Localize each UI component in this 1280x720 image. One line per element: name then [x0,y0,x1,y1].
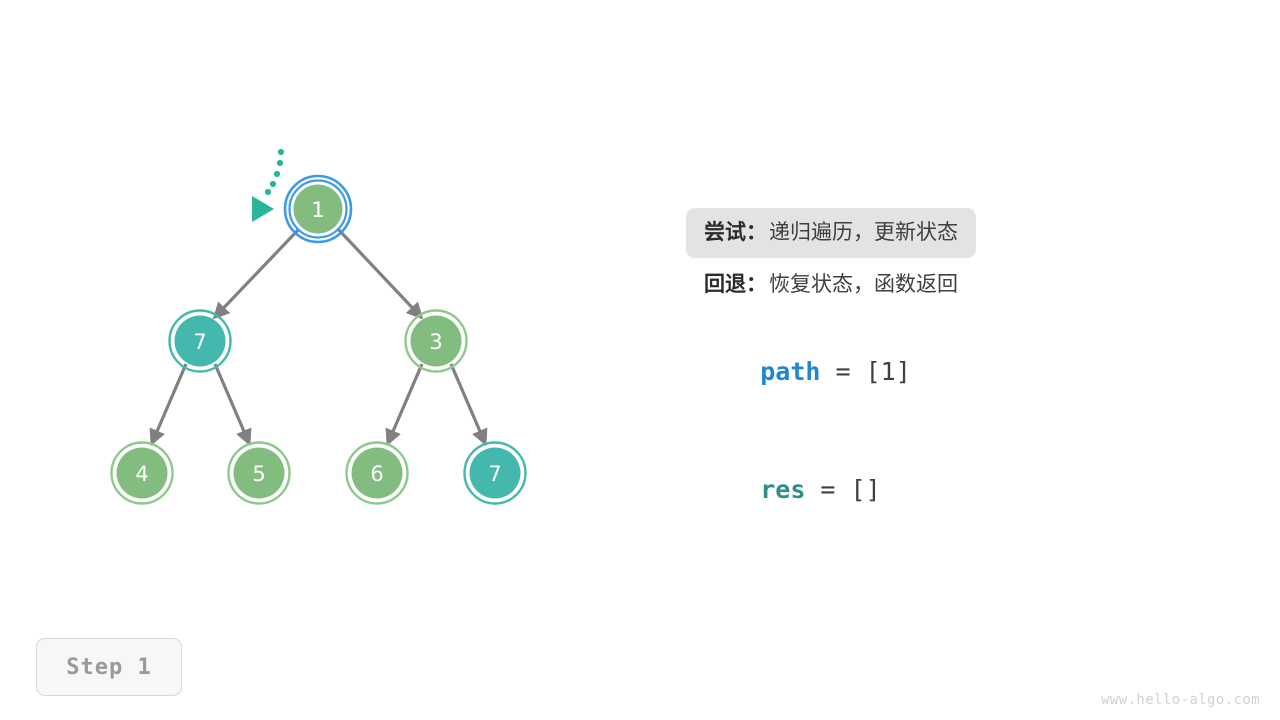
pointer-dot [264,188,272,196]
node-ring [227,441,291,505]
tree-node-5[interactable]: 5 [227,441,291,505]
try-phase-value: 递归遍历，更新状态 [769,220,958,244]
node-circle [116,447,168,499]
edge-3-to-6 [385,363,424,447]
node-circle [293,184,343,234]
edge-3-to-7b [449,363,488,447]
node-ring [110,441,174,505]
path-value: [1] [865,357,911,386]
pointer-dot [273,170,281,178]
backtrack-phase-row: 回退： 恢复状态，函数返回 [686,258,1246,310]
try-phase-label: 尝试： [704,220,767,244]
node-ring [404,309,468,373]
tree-nodes: 1 7 3 4 5 [110,174,527,505]
pointer-dot [276,159,284,167]
node-highlight-ring [283,174,353,244]
node-label: 3 [429,330,442,354]
res-operator: = [805,475,851,504]
edge-7-to-4 [149,363,188,447]
node-ring [463,441,527,505]
tree-node-3[interactable]: 3 [404,309,468,373]
path-variable-name: path [760,357,821,386]
path-operator: = [820,357,866,386]
res-variable-name: res [760,475,806,504]
node-ring [345,441,409,505]
node-ring [168,309,232,373]
tree-node-1[interactable]: 1 [283,174,353,244]
edge-1-to-3 [336,227,424,320]
node-label: 6 [370,462,383,486]
path-state-line: path = [1] [700,328,911,415]
node-inner-ring [288,179,348,239]
node-label: 7 [193,330,206,354]
edge-7-to-5 [213,363,252,447]
site-watermark: www.hello-algo.com [1101,692,1260,708]
pointer-dot [277,148,285,156]
tree-node-6[interactable]: 6 [345,441,409,505]
res-state-line: res = [] [700,446,881,533]
pointer-arrowhead [252,196,274,222]
node-label: 7 [488,462,501,486]
node-circle [469,447,521,499]
backtrack-phase-wrap: 回退： 恢复状态，函数返回 [686,260,976,310]
tree-node-7-leaf[interactable]: 7 [463,441,527,505]
node-circle [233,447,285,499]
node-circle [351,447,403,499]
backtrack-phase-label: 回退： [704,272,767,296]
node-label: 4 [135,462,148,486]
binary-tree-diagram: 1 7 3 4 5 [110,148,527,505]
edge-1-to-7 [212,227,301,320]
node-circle [410,315,462,367]
tree-edges [149,227,488,447]
node-circle [174,315,226,367]
step-badge: Step 1 [36,638,182,696]
node-label: 5 [252,462,265,486]
res-value: [] [850,475,881,504]
backtrack-phase-value: 恢复状态，函数返回 [769,272,958,296]
try-phase-highlight: 尝试： 递归遍历，更新状态 [686,208,976,258]
node-label: 1 [311,198,324,222]
try-phase-row: 尝试： 递归遍历，更新状态 [686,208,1246,258]
explanation-panel: 尝试： 递归遍历，更新状态 回退： 恢复状态，函数返回 [686,208,1246,310]
tree-node-4[interactable]: 4 [110,441,174,505]
tree-node-7-left[interactable]: 7 [168,309,232,373]
recursion-entry-pointer [252,148,285,222]
pointer-dot [269,180,277,188]
